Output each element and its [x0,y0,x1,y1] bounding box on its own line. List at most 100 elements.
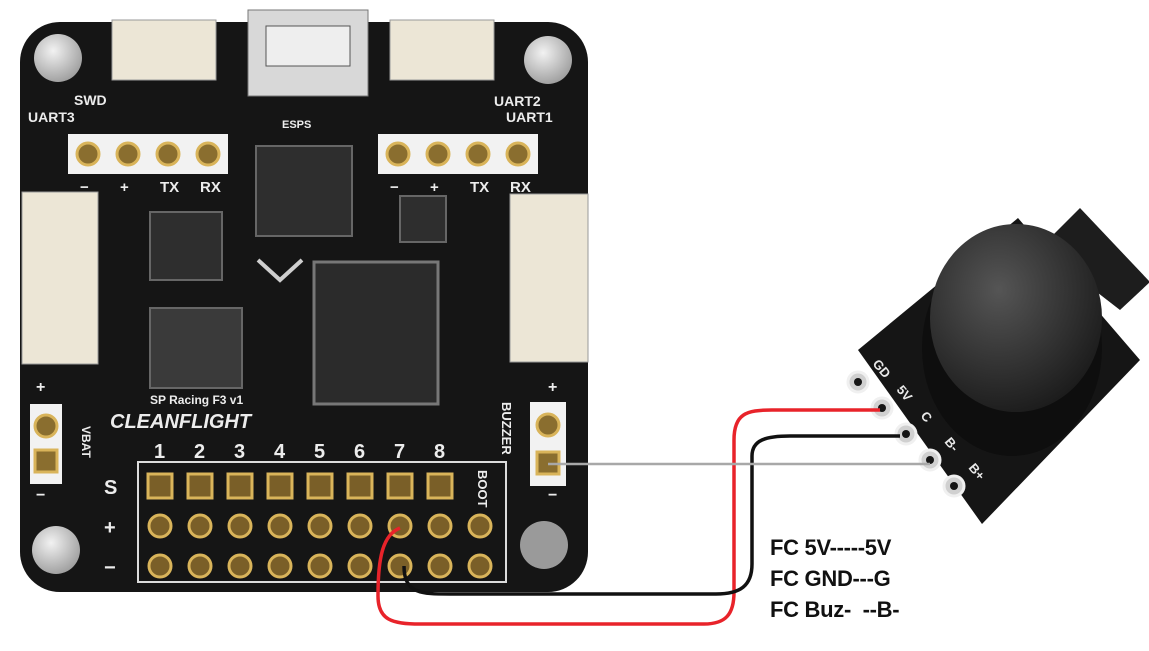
channel-number: 6 [354,441,365,463]
uart1-pad [425,141,451,167]
uart1-pin-label: RX [510,179,531,196]
pin-header-pad [266,472,294,500]
boot-label: BOOT [475,470,490,508]
legend-line-gnd: FC GND---G [770,566,891,591]
pin-header-pad [187,553,213,579]
uart1-label: UART1 [506,109,553,125]
uart3-pin-label: RX [200,179,221,196]
pin-header-pad [147,513,173,539]
uart3-pads [68,134,228,174]
chip [149,307,243,389]
vbat-pad [33,448,59,474]
pin-header-pad [226,472,254,500]
pin-header-pad [187,513,213,539]
channel-number: 7 [394,441,405,463]
channel-number: 4 [274,441,286,463]
title-label: SP Racing F3 v1 [150,393,243,407]
channel-number: 8 [434,441,445,463]
buzzer-plus-label: + [548,379,557,396]
mounting-hole [34,34,82,82]
pin-header-pad [227,513,253,539]
pin-header-pad [147,553,173,579]
pin-header-pad [267,553,293,579]
uart3-pin-label: TX [160,179,179,196]
right-side-connector [509,193,589,363]
legend-line-buzzer: FC Buz- --B- [770,597,900,622]
swd-connector [111,19,217,81]
module-pin-hole [902,430,910,438]
pin-header-pad [427,553,453,579]
channel-number: 3 [234,441,245,463]
left-side-connector [21,191,99,365]
wire-gnd [402,434,900,596]
module-pin-hole [854,378,862,386]
vbat-minus-label: − [36,487,45,504]
channel-number: 5 [314,441,325,463]
pin-header-pad [307,553,333,579]
uart3-pin-label: − [80,179,89,196]
buzzer-label: BUZZER [499,402,514,455]
module-pin-hole [950,482,958,490]
vbat-label: VBAT [79,426,93,458]
buzzer-plus-pad [535,412,561,438]
uart1-pin-label: − [390,179,399,196]
uart3-pad [75,141,101,167]
pin-header-pad [186,472,214,500]
uart2-connector [389,19,495,81]
channel-number: 1 [154,441,165,463]
logo-chevron [256,258,304,283]
pin-header-frame [137,461,507,583]
row-label: + [104,517,116,539]
pin-header-pad [306,472,334,500]
pin-header-pad [467,513,493,539]
pin-header-pad [347,553,373,579]
uart3-pad [115,141,141,167]
mounting-hole [524,36,572,84]
pin-header-pad [467,553,493,579]
wire-5v [376,408,880,626]
uart3-pad [195,141,221,167]
legend-line-5v: FC 5V-----5V [770,535,892,560]
uart1-pad [505,141,531,167]
uart3-pad [155,141,181,167]
uart1-pin-label: TX [470,179,489,196]
pin-header-pad [346,472,374,500]
pin-header-pad [227,553,253,579]
pin-header-pad [146,472,174,500]
row-label: − [104,557,116,579]
vbat-plus-label: + [36,379,45,396]
pin-header-pad [267,513,293,539]
uart2-label: UART2 [494,93,541,109]
pin-header-pad [427,513,453,539]
uart3-pin-label: + [120,179,129,196]
buzzer-body-top [930,224,1102,412]
mounting-hole [520,521,568,569]
mounting-hole [32,526,80,574]
pin-header-pad [387,553,413,579]
buzzer-tab [1040,208,1149,310]
usb-port-opening [265,25,351,67]
pin-header-pad [347,513,373,539]
pin-header-pad [386,472,414,500]
uart1-pad [465,141,491,167]
pin-grid [146,472,493,579]
brand-label: CLEANFLIGHT [110,411,253,433]
usb-label: ESPS [282,119,311,131]
chip [399,195,447,243]
chip [255,145,353,237]
wiring-legend: FC 5V-----5V FC GND---G FC Buz- --B- [770,532,900,625]
pin-header-pad [426,472,454,500]
module-pin-hole [926,456,934,464]
buzzer-minus-label: − [548,487,557,504]
pin-header-pad [307,513,333,539]
swd-label: SWD [74,92,107,108]
uart3-label: UART3 [28,109,75,125]
uart1-pad [385,141,411,167]
wires [376,408,930,626]
main-processor-chip [312,260,440,406]
uart1-pads [378,134,538,174]
uart1-pin-label: + [430,179,439,196]
channel-number: 2 [194,441,205,463]
